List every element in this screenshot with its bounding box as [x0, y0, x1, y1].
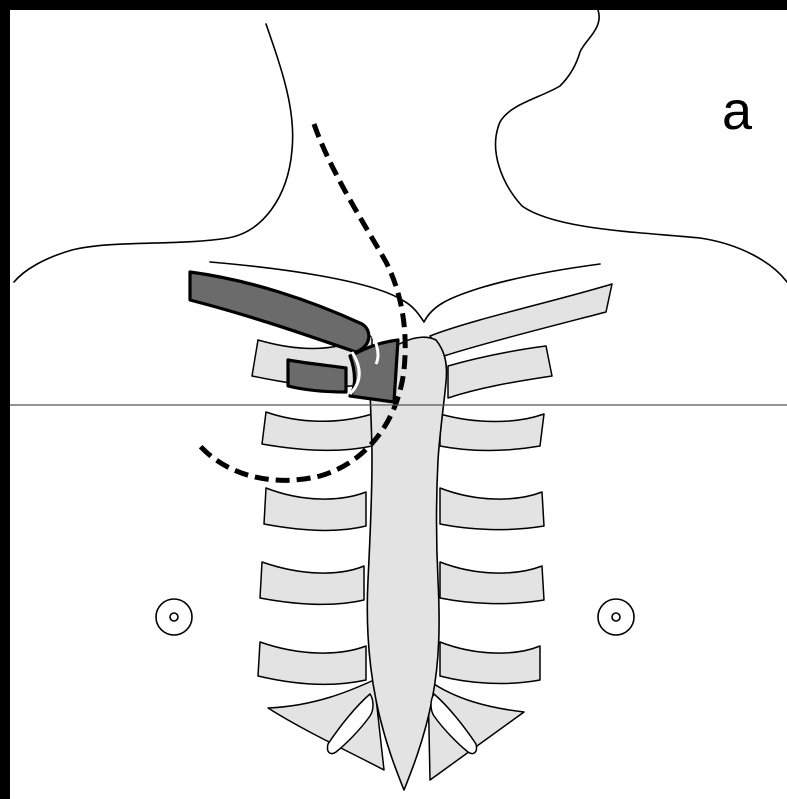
panel-label: a [722, 84, 752, 138]
right-nipple-inner [612, 613, 620, 621]
left-nipple-inner [170, 613, 178, 621]
